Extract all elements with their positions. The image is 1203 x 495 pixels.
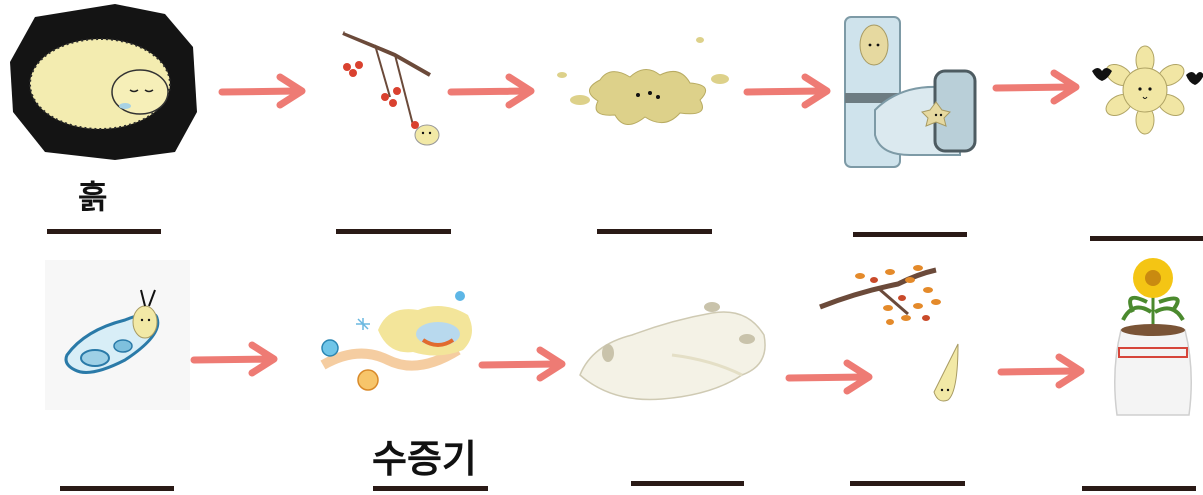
- answer-blank-2-5[interactable]: [1082, 486, 1196, 491]
- drop-falling-from-tree-icon: [818, 262, 998, 412]
- answer-blank-2-1[interactable]: [60, 486, 174, 491]
- answer-label-vapor: 수증기: [372, 428, 477, 483]
- answer-blank-1-2[interactable]: [336, 229, 451, 234]
- arrow-right-icon: [743, 72, 835, 110]
- answer-blank-2-4[interactable]: [850, 481, 965, 486]
- answer-blank-1-3[interactable]: [597, 229, 712, 234]
- arrow-right-icon: [478, 345, 570, 383]
- snowflake-drop-icon: [1088, 35, 1203, 145]
- arrow-right-icon: [190, 340, 282, 378]
- answer-blank-2-2[interactable]: [373, 486, 488, 491]
- drop-in-iceberg-icon: [572, 295, 772, 405]
- sleeping-drop-in-soil-icon: [5, 2, 200, 162]
- arrow-right-icon: [997, 352, 1089, 390]
- answer-label-soil: 흙: [78, 172, 107, 218]
- arrow-right-icon: [218, 72, 310, 110]
- arrow-right-icon: [447, 72, 539, 110]
- arrow-right-icon: [992, 68, 1084, 106]
- answer-blank-2-3[interactable]: [631, 481, 744, 486]
- drop-in-microbe-icon: [45, 260, 190, 410]
- drop-in-pipe-icon: [840, 15, 990, 175]
- answer-blank-1-4[interactable]: [853, 232, 967, 237]
- drop-on-snowy-branch-icon: [335, 25, 445, 155]
- answer-blank-1-1[interactable]: [47, 229, 161, 234]
- drop-in-vapor-icon: [318, 290, 483, 400]
- melted-puddle-icon: [550, 35, 740, 145]
- answer-blank-1-5[interactable]: [1090, 236, 1203, 241]
- drop-in-flowerpot-icon: [1103, 250, 1203, 425]
